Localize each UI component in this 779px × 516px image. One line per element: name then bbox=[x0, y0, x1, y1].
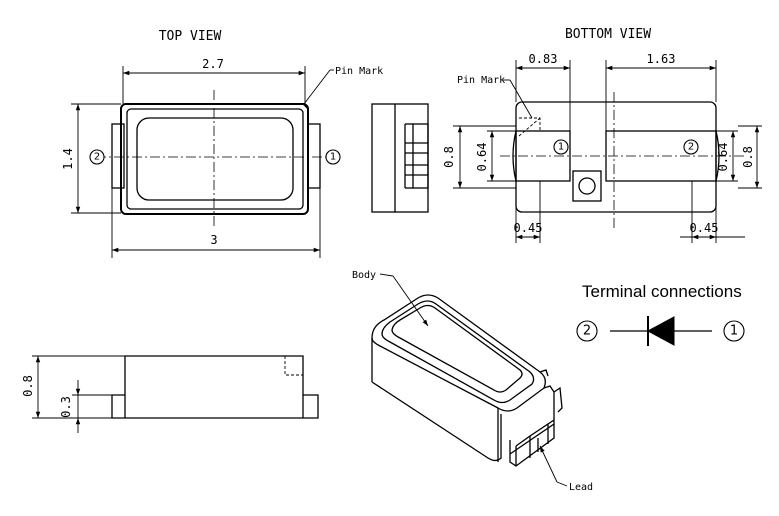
bottom-dim-gap-left: 0.45 bbox=[514, 221, 543, 235]
diode-symbol bbox=[646, 316, 675, 346]
bottom-pad2-circle bbox=[683, 139, 699, 155]
bottom-thermal-pad bbox=[572, 170, 602, 202]
bottom-dim-height-left: 0.8 bbox=[442, 146, 456, 168]
top-view: TOP VIEW 2.7 Pin Mark 1.4 2 1 bbox=[61, 29, 383, 258]
terminal-connections: Terminal connections 2 1 bbox=[576, 282, 745, 346]
top-dim-width-inner: 2.7 bbox=[202, 57, 224, 71]
terminal-pin1-circle bbox=[723, 320, 745, 342]
top-lead-right bbox=[307, 123, 321, 189]
top-pin2-circle bbox=[89, 149, 105, 165]
front-view: 0.8 0.3 bbox=[21, 355, 319, 433]
bottom-dim-pad-height-left: 0.64 bbox=[475, 143, 489, 172]
bottom-dim-height-right: 0.8 bbox=[741, 146, 755, 168]
bottom-pad2-label: 2 bbox=[688, 142, 694, 153]
top-dim-width-outer: 3 bbox=[210, 233, 217, 247]
top-body-inner bbox=[126, 108, 304, 210]
top-pin-mark-label: Pin Mark bbox=[335, 66, 383, 77]
iso-body-label: Body bbox=[352, 270, 376, 281]
top-lens bbox=[136, 117, 294, 201]
bottom-pad1-label: 1 bbox=[558, 142, 564, 153]
terminal-title: Terminal connections bbox=[582, 282, 742, 301]
bottom-dim-pad1-width: 0.83 bbox=[529, 52, 558, 66]
terminal-pin1-label: 1 bbox=[730, 324, 738, 339]
front-dim-total-height: 0.8 bbox=[21, 375, 35, 397]
top-pin1-circle bbox=[325, 149, 341, 165]
bottom-view: BOTTOM VIEW 1 2 Pin Mark 0.83 bbox=[442, 27, 762, 243]
top-body-outline bbox=[120, 103, 309, 215]
bottom-pin-mark-label: Pin Mark bbox=[457, 75, 505, 86]
top-view-title: TOP VIEW bbox=[159, 29, 222, 44]
iso-lead-label: Lead bbox=[569, 482, 593, 493]
top-pin1-label: 1 bbox=[330, 152, 336, 163]
top-dim-height: 1.4 bbox=[61, 148, 75, 170]
bottom-view-title: BOTTOM VIEW bbox=[565, 27, 651, 42]
bottom-dim-pad2-width: 1.63 bbox=[647, 52, 676, 66]
side-view bbox=[371, 103, 429, 213]
terminal-pin2-label: 2 bbox=[583, 324, 591, 339]
bottom-dim-gap-right: 0.45 bbox=[690, 221, 719, 235]
front-dim-lead-height: 0.3 bbox=[59, 396, 73, 418]
bottom-pad1-circle bbox=[553, 139, 569, 155]
top-lead-left bbox=[111, 123, 125, 189]
terminal-pin2-circle bbox=[576, 320, 598, 342]
bottom-dim-pad-height-right: 0.64 bbox=[716, 143, 730, 172]
bottom-pad-1 bbox=[515, 130, 571, 182]
top-pin2-label: 2 bbox=[94, 152, 100, 163]
bottom-body-outline bbox=[515, 101, 717, 213]
iso-view: Body Lead bbox=[352, 270, 593, 493]
